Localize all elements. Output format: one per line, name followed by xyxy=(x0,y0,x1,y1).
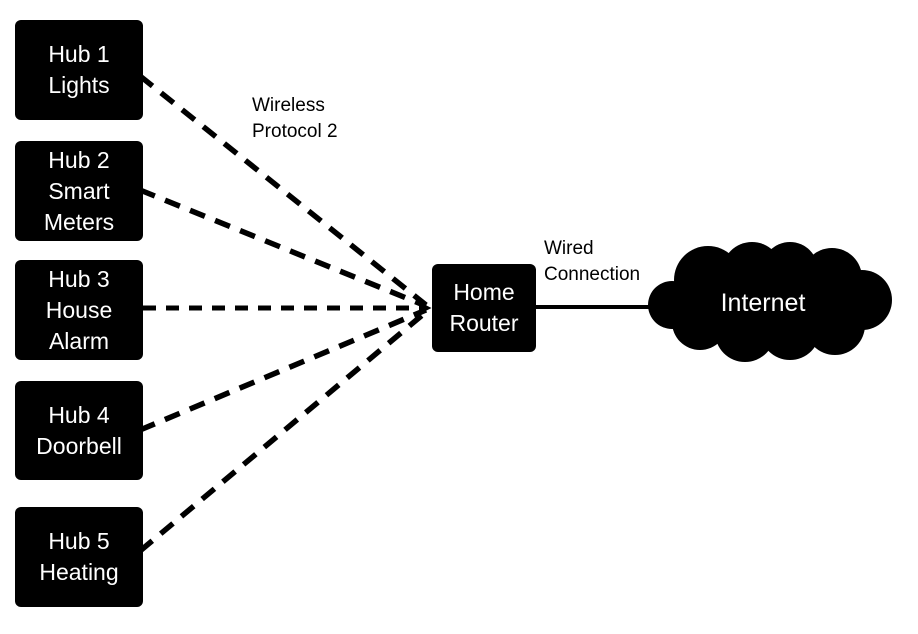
node-hub3-house-alarm: Hub 3 House Alarm xyxy=(15,260,143,360)
connection-hub2-router xyxy=(138,187,428,309)
connection-hub4-router xyxy=(138,307,428,433)
wired-connection-annotation: Wired Connection xyxy=(544,238,641,285)
wireless-protocol-annotation: Wireless Protocol 2 xyxy=(252,95,338,142)
node-home-router: Home Router xyxy=(432,264,536,352)
connection-hub1-router xyxy=(138,73,428,308)
internet-cloud-label: Internet xyxy=(720,289,806,317)
node-home-router-label: Home Router xyxy=(449,279,519,336)
node-hub4-doorbell: Hub 4 Doorbell xyxy=(15,381,143,480)
node-hub2-smart-meters: Hub 2 Smart Meters xyxy=(15,141,143,241)
node-hub1-lights: Hub 1 Lights xyxy=(15,20,143,120)
node-hub5-label: Hub 5 Heating xyxy=(39,528,119,585)
node-hub4-label: Hub 4 Doorbell xyxy=(36,401,122,459)
node-hub1-label: Hub 1 Lights xyxy=(48,41,110,98)
node-hub5-heating: Hub 5 Heating xyxy=(15,507,143,607)
connection-hub5-router xyxy=(138,309,428,554)
node-hub3-label: Hub 3 House Alarm xyxy=(45,265,113,354)
internet-cloud xyxy=(648,242,892,362)
node-hub2-label: Hub 2 Smart Meters xyxy=(43,146,115,235)
